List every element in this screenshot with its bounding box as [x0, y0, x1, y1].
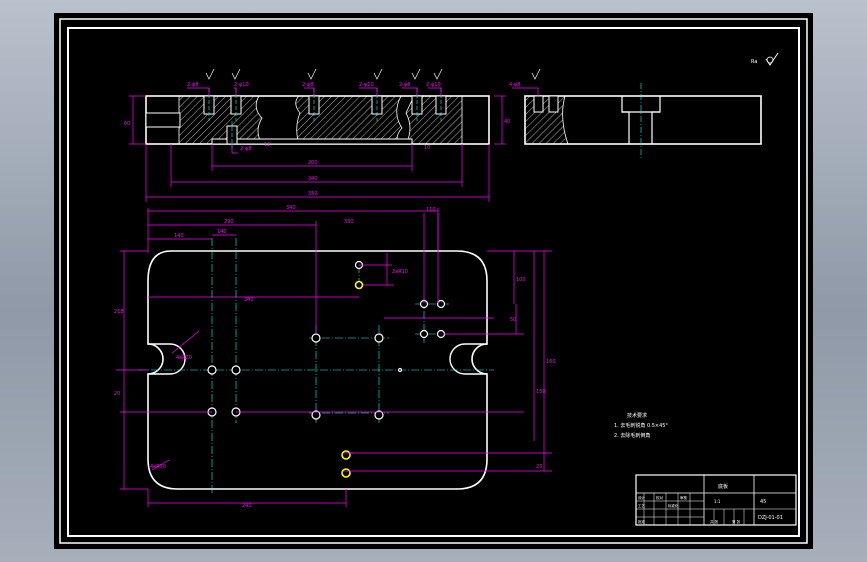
dim-hole-label-3: 2-φ8 [302, 82, 313, 88]
title-label-process: 工艺 [638, 503, 646, 508]
notes-line-2: 2. 去除毛刺倒角 [614, 432, 650, 439]
dim-plan-radius-slot: 4xR20 [176, 355, 192, 361]
front-section-view: 2-φ8 2-φ10 2-φ8 2-φ10 2-φ8 2-φ10 2-φ8 60… [124, 68, 510, 202]
title-part-name: 底板 [718, 483, 728, 490]
roughness-symbol-icon: Ra [751, 52, 779, 66]
dim-plan-240: 240 [242, 503, 252, 509]
title-material: 45 [760, 499, 766, 505]
cad-drawing-canvas[interactable]: Ra [54, 13, 813, 549]
dim-hole-label-6: 2-φ10 [426, 82, 441, 88]
title-label-total-sheets: 共 张 [710, 519, 719, 524]
dim-plan-330: 330 [344, 219, 354, 225]
title-label-design: 设计 [638, 495, 646, 500]
side-view: 4-φ8 [509, 68, 762, 158]
dim-hole-label-7: 2-φ8 [240, 146, 251, 152]
dim-plan-110: 110 [426, 207, 436, 213]
dim-depth: 10 [424, 145, 430, 151]
dim-plan-100: 100 [516, 277, 526, 283]
dim-plan-50: 50 [510, 317, 516, 323]
dim-plan-corner-radius: 4xR30 [150, 464, 166, 470]
dim-hole-label-4: 2-φ10 [359, 82, 374, 88]
dim-plan-hole-offset: 340 [244, 297, 254, 303]
roughness-label: Ra [751, 59, 757, 65]
dim-plan-140b: 140 [217, 229, 227, 235]
notes-line-1: 1. 去毛刺锐角 0.5×45° [614, 422, 668, 429]
dim-height-right: 40 [504, 119, 510, 125]
title-label-standard: 标准化 [668, 503, 679, 508]
dim-plan-height-218: 218 [114, 309, 124, 315]
dim-hole-label-1: 2-φ8 [187, 82, 198, 88]
dim-step: 12 [264, 142, 270, 148]
title-scale: 1:1 [714, 499, 721, 504]
dim-plan-160: 160 [546, 359, 556, 365]
dim-slot-length: 200 [308, 160, 318, 166]
title-label-check: 校对 [656, 495, 664, 500]
title-label-review: 审核 [680, 495, 688, 500]
dim-side-holes: 4-φ8 [509, 82, 520, 88]
dim-inner-length: 340 [308, 176, 318, 182]
dim-plan-150: 150 [536, 389, 546, 395]
dim-plan-width: 340 [286, 205, 296, 211]
sheet-outer-border [59, 18, 808, 544]
dim-hole-label-2: 2-φ10 [234, 82, 249, 88]
dim-plan-23: 23 [536, 464, 542, 470]
title-label-sheet-no: 第 张 [732, 519, 741, 524]
notes-title: 技术要求 [627, 412, 647, 419]
cad-drawing-viewport[interactable]: Ra [54, 13, 813, 549]
dim-total-length: 350 [308, 191, 318, 197]
title-block: 底板 45 1:1 DZJ-01-01 设计 校对 审核 工艺 标准化 批准 共… [635, 474, 797, 526]
dim-height-left: 60 [124, 121, 130, 127]
dim-plan-140a: 140 [174, 233, 184, 239]
dim-hole-label-5: 2-φ8 [399, 82, 410, 88]
technical-notes: 技术要求 1. 去毛刺锐角 0.5×45° 2. 去除毛刺倒角 [614, 412, 668, 439]
title-drawing-number: DZJ-01-01 [758, 515, 783, 521]
sheet-inner-border [67, 27, 800, 537]
title-label-approve: 批准 [638, 519, 646, 524]
dim-plan-small-radius: 2xR10 [392, 269, 408, 275]
plan-view: 340 290 330 140 140 110 4xR20 4xR30 2xR1… [114, 205, 556, 509]
dim-plan-290: 290 [224, 219, 234, 225]
dim-plan-20: 20 [114, 391, 120, 397]
